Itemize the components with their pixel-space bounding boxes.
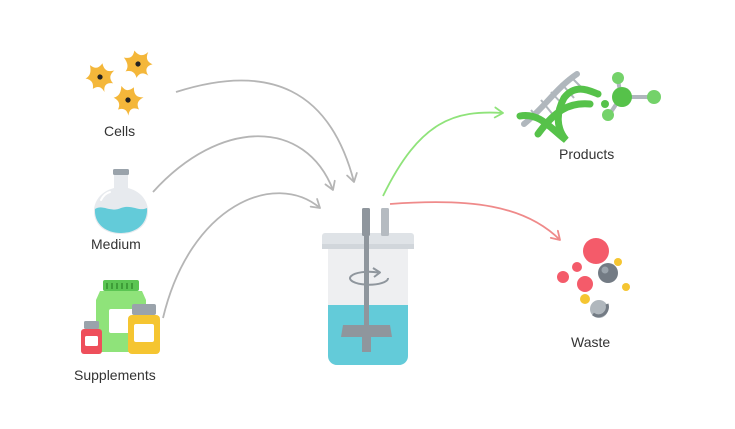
waste-arrow	[389, 201, 561, 241]
medium-arrow	[152, 135, 336, 193]
cells-arrow	[175, 79, 358, 183]
waste-particles-icon	[557, 238, 630, 318]
supplements-label: Supplements	[74, 367, 156, 383]
bioreactor-icon	[322, 208, 414, 365]
supplements-arrow	[162, 192, 321, 319]
medium-label: Medium	[91, 236, 141, 252]
bottles-icon	[81, 280, 160, 354]
waste-label: Waste	[571, 334, 611, 350]
dna-molecule-icon	[516, 71, 661, 143]
products-label: Products	[559, 146, 615, 162]
cell-cluster-icon	[83, 46, 156, 119]
products-arrow	[382, 106, 504, 197]
cells-label: Cells	[104, 123, 136, 139]
flask-icon	[94, 169, 148, 234]
